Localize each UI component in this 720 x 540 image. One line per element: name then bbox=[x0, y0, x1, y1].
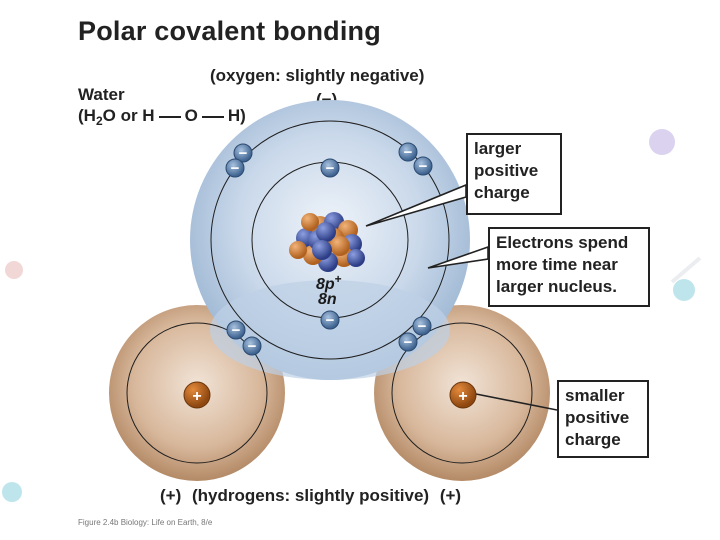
hydrogen-nucleus-left: + bbox=[183, 381, 211, 409]
callout-line: more time near bbox=[496, 255, 618, 274]
formula-mid: O or H bbox=[102, 106, 155, 125]
hydrogen-label-text: (hydrogens: slightly positive) bbox=[191, 486, 430, 505]
electron bbox=[233, 143, 253, 163]
formula-open: (H bbox=[78, 106, 96, 125]
formula-close: H) bbox=[227, 106, 246, 125]
hydrogen-nucleus-right: + bbox=[449, 381, 477, 409]
electron bbox=[398, 142, 418, 162]
water-name: Water bbox=[78, 85, 125, 104]
electron bbox=[226, 320, 246, 340]
oxygen-nucleus bbox=[289, 212, 365, 272]
electron-symbol: − bbox=[248, 338, 257, 355]
electron bbox=[412, 316, 432, 336]
hydrogen-nucleus-left-symbol: + bbox=[192, 388, 201, 405]
oxygen-proton-count: 8p+ bbox=[316, 272, 342, 293]
formula-subscript: 2 bbox=[95, 114, 103, 128]
electron-symbol: − bbox=[326, 160, 335, 177]
callout-larger-positive-charge: larger positive charge bbox=[466, 133, 562, 215]
callout-electrons-spend-time: Electrons spend more time near larger nu… bbox=[488, 227, 650, 307]
callout-line: positive bbox=[474, 161, 539, 180]
electron bbox=[398, 332, 418, 352]
electron-symbol: − bbox=[326, 312, 335, 329]
electron bbox=[413, 156, 433, 176]
formula-oxygen: O bbox=[184, 106, 198, 125]
electron-symbol: − bbox=[232, 322, 241, 339]
hydrogen-label: (+) (hydrogens: slightly positive) (+) bbox=[160, 486, 467, 506]
electron-symbol: − bbox=[404, 334, 413, 351]
callout-line: larger bbox=[474, 139, 522, 158]
callout-line: Electrons spend bbox=[496, 233, 629, 252]
callout-line: charge bbox=[474, 183, 530, 202]
water-label: Water (H2O or H O H) bbox=[78, 84, 246, 132]
hydrogen-nucleus-right-symbol: + bbox=[458, 388, 467, 405]
water-formula: (H2O or H O H) bbox=[78, 105, 246, 132]
electron-symbol: − bbox=[231, 160, 240, 177]
electron bbox=[225, 158, 245, 178]
electron-symbol: − bbox=[404, 144, 413, 161]
bond-dash bbox=[201, 115, 224, 118]
electron-symbol: − bbox=[419, 158, 428, 175]
callout-smaller-positive-charge: smaller positive charge bbox=[557, 380, 649, 458]
hydrogen-charge-left: (+) bbox=[160, 486, 182, 505]
callout-line: charge bbox=[565, 430, 621, 449]
hydrogen-charge-right: (+) bbox=[439, 486, 462, 505]
figure-credit: Figure 2.4b Biology: Life on Earth, 8/e bbox=[78, 518, 213, 527]
bond-dash bbox=[158, 115, 181, 118]
electron-symbol: − bbox=[239, 145, 248, 162]
electron bbox=[320, 158, 340, 178]
electrons: −−−−−−−−−− bbox=[225, 142, 433, 356]
electron-symbol: − bbox=[418, 318, 427, 335]
background-decoration bbox=[2, 129, 702, 502]
oxygen-neutron-count: 8n bbox=[318, 291, 337, 308]
page-title: Polar covalent bonding bbox=[78, 16, 381, 46]
callout-line: positive bbox=[565, 408, 630, 427]
callout-line: smaller bbox=[565, 386, 625, 405]
callout-line: larger nucleus. bbox=[496, 277, 617, 296]
electron bbox=[242, 336, 262, 356]
oxygen-label: (oxygen: slightly negative) bbox=[210, 66, 425, 85]
electron bbox=[320, 310, 340, 330]
